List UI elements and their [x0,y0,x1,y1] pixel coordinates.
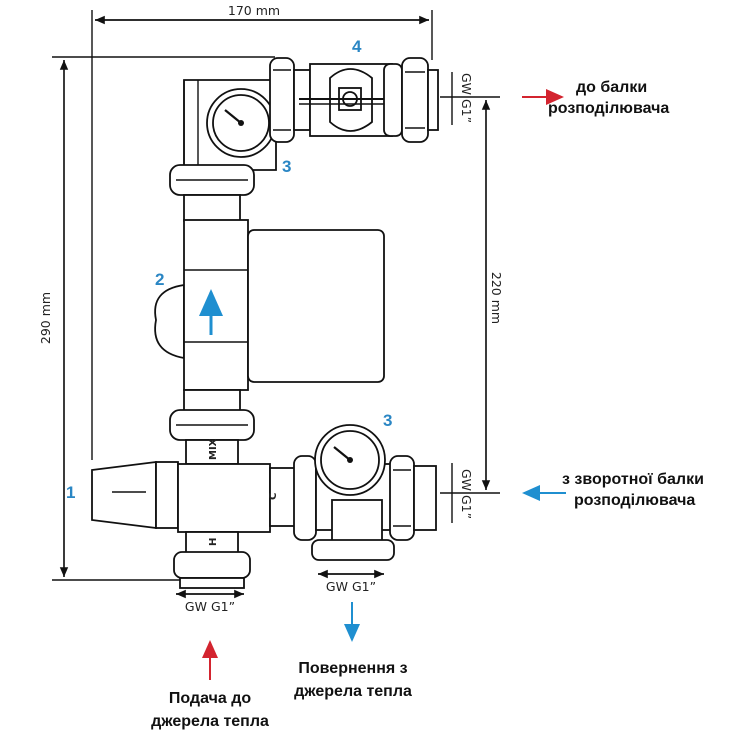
label-to-manifold-2: розподілювача [548,100,669,117]
callout-4: 4 [352,37,362,56]
label-return-1: Повернення з [298,660,407,677]
valve-actuator [91,460,157,530]
return-assembly [293,424,437,561]
valve-mark-c: C [268,493,279,500]
dim-height-inner: 220 mm [489,272,504,324]
dim-height-total: 290 mm [38,292,53,344]
label-return-2: джерела тепла [294,683,412,700]
dim-thread-top-right: GW G1” [459,73,474,123]
valve-mark-h: H [208,538,219,546]
dim-thread-bottom-left: GW G1” [185,599,235,614]
label-from-manifold-2: розподілювача [574,492,695,509]
top-union [169,164,255,222]
callout-3-bottom: 3 [383,411,392,430]
three-way-mixing-valve [91,460,297,589]
dimension-lines [52,10,500,599]
dim-thread-right-middle: GW G1” [459,469,474,519]
top-assembly [183,57,439,171]
label-supply-2: джерела тепла [151,713,269,730]
pump-motor [247,229,385,383]
dim-width-top: 170 mm [228,3,280,18]
callout-2: 2 [155,270,164,289]
callout-3-top: 3 [282,157,291,176]
dim-thread-bottom-right: GW G1” [326,579,376,594]
bottom-union-pump [169,389,255,465]
callout-1: 1 [66,483,75,502]
label-to-manifold-1: до балки [576,79,647,96]
label-from-manifold-1: з зворотної балки [562,471,704,488]
label-supply-1: Подача до [169,690,252,707]
circulation-pump [154,219,385,391]
valve-mark-mix: MIX [208,438,219,460]
